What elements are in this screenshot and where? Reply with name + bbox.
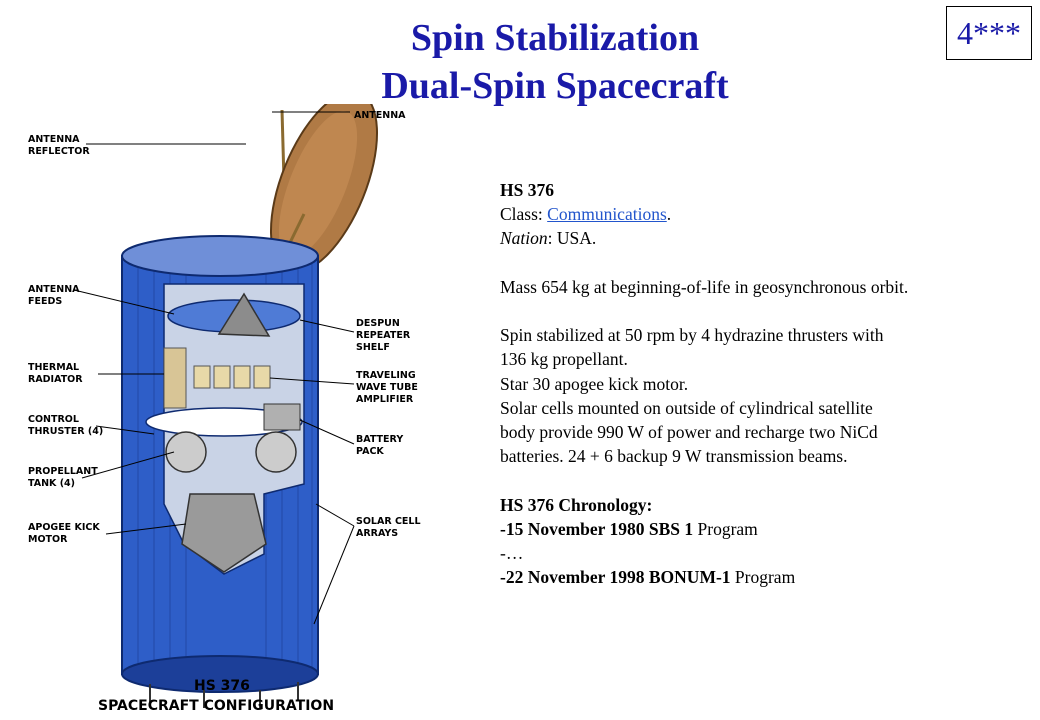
communications-link[interactable]: Communications <box>547 204 667 225</box>
callout-control-thruster-2: THRUSTER (4) <box>28 426 103 437</box>
callout-antenna-reflector-2: REFLECTOR <box>28 146 90 157</box>
class-suffix: . <box>666 204 672 225</box>
callout-control-thruster-1: CONTROL <box>28 414 79 425</box>
callout-battery-2: PACK <box>356 446 384 457</box>
figure-caption-1: HS 376 <box>194 678 250 694</box>
chronology-date-3: -22 November 1998 BONUM-1 <box>500 567 731 588</box>
apogee-kick-motor <box>181 493 267 573</box>
class-label: Class: <box>500 204 548 225</box>
callout-antenna-feeds-2: FEEDS <box>28 296 62 307</box>
chronology-date-1: -15 November 1980 SBS 1 <box>500 518 694 539</box>
callout-antenna-reflector-1: ANTENNA <box>28 134 80 145</box>
chronology-item: -… <box>500 543 524 563</box>
callout-despun-1: DESPUN <box>356 318 400 329</box>
spacecraft-diagram: ANTENNA ANTENNA REFLECTOR ANTENNA FEEDS … <box>14 104 454 716</box>
callout-thermal-radiator-2: RADIATOR <box>28 374 83 385</box>
body-bottom-rim <box>121 655 319 693</box>
spin-line-2: 136 kg propellant. <box>500 349 628 370</box>
solar-line-3: batteries. 24 + 6 backup 9 W transmissio… <box>500 446 848 467</box>
mass-line: Mass 654 kg at beginning-of-life in geos… <box>500 276 909 297</box>
solar-line-1: Solar cells mounted on outside of cylind… <box>500 397 873 418</box>
battery-pack <box>263 403 301 431</box>
spacer <box>500 299 1020 323</box>
class-line: Class: Communications. <box>500 202 1020 226</box>
chronology-rest-3: Program <box>730 567 796 588</box>
callout-solar-cell-1: SOLAR CELL <box>356 516 421 527</box>
callout-twta-1: TRAVELING <box>356 370 416 381</box>
slide-title: Spin Stabilization Dual-Spin Spacecraft <box>250 14 860 110</box>
antenna-feed-horn <box>217 292 271 337</box>
chronology-heading: HS 376 Chronology: <box>500 494 653 515</box>
callout-apogee-kick-motor-2: MOTOR <box>28 534 68 545</box>
slide-number-badge: 4*** <box>946 6 1032 60</box>
spacer <box>500 468 1020 492</box>
chronology-rest-1: Program <box>693 518 758 539</box>
callout-apogee-kick-motor-1: APOGEE KICK <box>28 522 100 533</box>
callout-despun-2: REPEATER <box>356 330 411 341</box>
title-line-1: Spin Stabilization <box>410 17 700 59</box>
figure-caption-2: SPACECRAFT CONFIGURATION <box>98 698 334 714</box>
nation-line: Nation: USA. <box>500 226 1020 250</box>
callout-battery-1: BATTERY <box>356 434 403 445</box>
nation-value: : USA. <box>547 228 597 249</box>
callout-propellant-tank-2: TANK (4) <box>28 478 75 489</box>
callout-thermal-radiator-1: THERMAL <box>28 362 79 373</box>
callout-twta-3: AMPLIFIER <box>356 394 414 405</box>
spacecraft-description: HS 376 Class: Communications. Nation: US… <box>500 178 1020 589</box>
spin-line-1: Spin stabilized at 50 rpm by 4 hydrazine… <box>500 325 884 346</box>
title-line-2: Dual-Spin Spacecraft <box>381 65 729 107</box>
spacer <box>500 251 1020 275</box>
callout-solar-cell-2: ARRAYS <box>356 528 398 539</box>
callout-twta-2: WAVE TUBE <box>356 382 418 393</box>
chronology-item: -22 November 1998 BONUM-1 Program <box>500 565 1020 589</box>
body-top-rim <box>121 235 319 277</box>
nation-label: Nation <box>500 228 548 249</box>
description-heading: HS 376 <box>500 180 554 200</box>
callout-antenna-feeds-1: ANTENNA <box>28 284 80 295</box>
callout-antenna: ANTENNA <box>354 110 406 121</box>
thermal-radiator <box>163 347 187 409</box>
solar-line-2: body provide 990 W of power and recharge… <box>500 422 878 442</box>
callout-despun-3: SHELF <box>356 342 390 353</box>
callout-propellant-tank-1: PROPELLANT <box>28 466 98 477</box>
motor-line: Star 30 apogee kick motor. <box>500 373 689 394</box>
propellant-tank <box>165 431 207 473</box>
chronology-item: -15 November 1980 SBS 1 Program <box>500 517 1020 541</box>
twta-amplifiers <box>193 365 271 389</box>
mid-shelf <box>145 407 303 437</box>
